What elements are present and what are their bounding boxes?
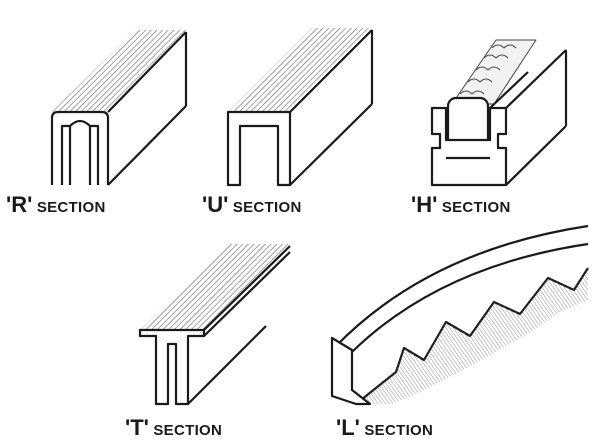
u-section-drawing [226,28,374,187]
r-section-letter: 'R' [6,192,33,217]
t-section-letter: 'T' [125,415,149,440]
t-section-drawing [138,244,291,406]
u-section-letter: 'U' [202,192,229,217]
r-section-label: 'R' SECTION [6,192,106,218]
r-section-drawing [50,30,188,186]
r-section-word: SECTION [36,199,106,216]
l-section-letter: 'L' [336,415,360,440]
l-section-drawing [330,224,589,406]
h-section-label: 'H' SECTION [411,192,511,218]
t-section-word: SECTION [153,422,223,439]
l-section-label: 'L' SECTION [336,415,433,441]
t-section-label: 'T' SECTION [125,415,222,441]
u-section-word: SECTION [232,199,302,216]
h-section-drawing [430,39,568,187]
h-section-letter: 'H' [411,192,438,217]
l-section-word: SECTION [364,422,434,439]
h-section-word: SECTION [441,199,511,216]
u-section-label: 'U' SECTION [202,192,302,218]
